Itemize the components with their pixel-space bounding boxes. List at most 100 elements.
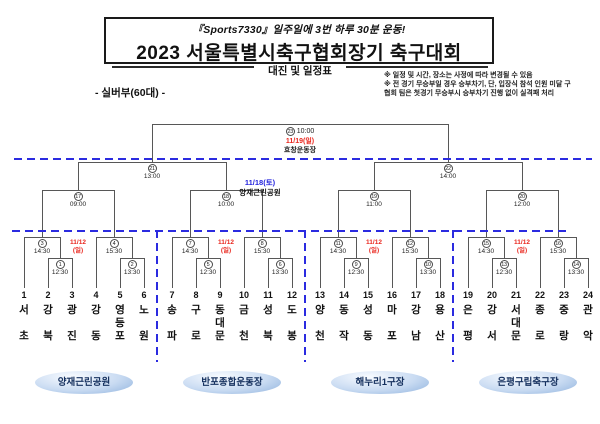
bracket-line (42, 190, 43, 237)
team-name-char: 북 (43, 330, 53, 342)
team-name-char: 영 (115, 304, 125, 316)
round1-date-text: 11/12 (70, 239, 86, 246)
bracket-line (172, 237, 209, 238)
team-name-char: 동 (215, 304, 225, 316)
team-name-char: 문 (215, 330, 225, 342)
match-number-circled: 3 (37, 239, 47, 248)
match-number-circled: 11 (333, 239, 343, 248)
bracket-line (120, 258, 121, 288)
match-number-circled: 16 (553, 239, 563, 248)
team-name-char: 북 (263, 330, 273, 342)
match-time: 13:30 (271, 269, 289, 276)
team-name-char: 은 (463, 304, 473, 316)
team-name-char (236, 315, 252, 328)
match-number-circled: 22 (443, 164, 453, 173)
bracket-line (468, 237, 505, 238)
divider-dashed-top (14, 158, 592, 160)
team-seed-number: 22 (534, 290, 546, 300)
team-name-char: 파 (167, 330, 177, 342)
match-time: 13:30 (419, 269, 437, 276)
match-number-circled: 14 (571, 260, 581, 269)
team-seed-number: 21 (510, 290, 522, 300)
team-name-char (336, 315, 352, 328)
bracket-line (226, 162, 227, 190)
team-name-char: 문 (511, 330, 521, 342)
team-name-char: 서 (511, 304, 521, 316)
team-name-char: 강 (43, 304, 53, 316)
team-name-char: 동 (363, 330, 373, 342)
match-time: 13:00 (143, 173, 161, 180)
bracket-line (48, 258, 73, 259)
team-name-char (284, 315, 300, 328)
bracket-line (208, 237, 209, 258)
team-name-char (484, 315, 500, 328)
team-seed-number: 6 (141, 290, 147, 300)
bracket-line (448, 124, 449, 162)
match-time: 14:00 (439, 173, 457, 180)
bracket-line (220, 258, 221, 288)
match-number-circled: 10 (423, 260, 433, 269)
team-name-char: 관 (583, 304, 593, 316)
bracket-line (374, 162, 523, 163)
bracket-line (356, 237, 357, 258)
final-time: 10:00 (294, 128, 315, 135)
match-time: 13:30 (123, 269, 141, 276)
team-name-char: 금 (239, 304, 249, 316)
bracket-line (564, 258, 565, 288)
bracket-line (410, 190, 411, 237)
match-time: 14:30 (33, 248, 51, 255)
team-seed-number: 18 (434, 290, 446, 300)
match-time: 10:00 (217, 201, 235, 208)
match-number-circled: 21 (147, 164, 157, 173)
match-time: 15:30 (105, 248, 123, 255)
slogan-text: 『Sports7330』일주일에 3번 하루 30분 운동! (192, 24, 406, 36)
team-seed-number: 7 (169, 290, 175, 300)
round1-day-text: (일) (220, 247, 232, 254)
bracket-line (292, 258, 293, 288)
match-number-circled: 1 (55, 260, 65, 269)
team-name-char: 도 (287, 304, 297, 316)
team-seed-number: 13 (314, 290, 326, 300)
bracket-line (96, 237, 97, 288)
team-name-char: 산 (435, 330, 445, 342)
match-time: 09:00 (69, 201, 87, 208)
match-number-circled: 8 (257, 239, 267, 248)
team-name-char: 양 (315, 304, 325, 316)
match-number-circled: 6 (275, 260, 285, 269)
team-name-char: 동 (339, 304, 349, 316)
bracket-line (132, 237, 133, 258)
team-name-char (164, 315, 180, 328)
match-number-circled: 17 (73, 192, 83, 201)
bracket-line (516, 258, 517, 288)
team-name-char: 로 (191, 330, 201, 342)
bracket-line (492, 258, 493, 288)
bracket-line (72, 258, 73, 288)
bracket-line (392, 237, 429, 238)
match-number-circled: 19 (369, 192, 379, 201)
team-name-char: 천 (239, 330, 249, 342)
match-time: 14:30 (477, 248, 495, 255)
note-line: ※ 일정 및 시간, 장소는 사정에 따라 변경될 수 있음 (384, 72, 533, 79)
bracket-line (190, 190, 191, 237)
team-name-char: 진 (67, 330, 77, 342)
match-number-circled: 2 (127, 260, 137, 269)
team-name-char: 작 (339, 330, 349, 342)
bracket-line (416, 258, 417, 288)
match-time: 15:30 (549, 248, 567, 255)
bracket-line (504, 237, 505, 258)
